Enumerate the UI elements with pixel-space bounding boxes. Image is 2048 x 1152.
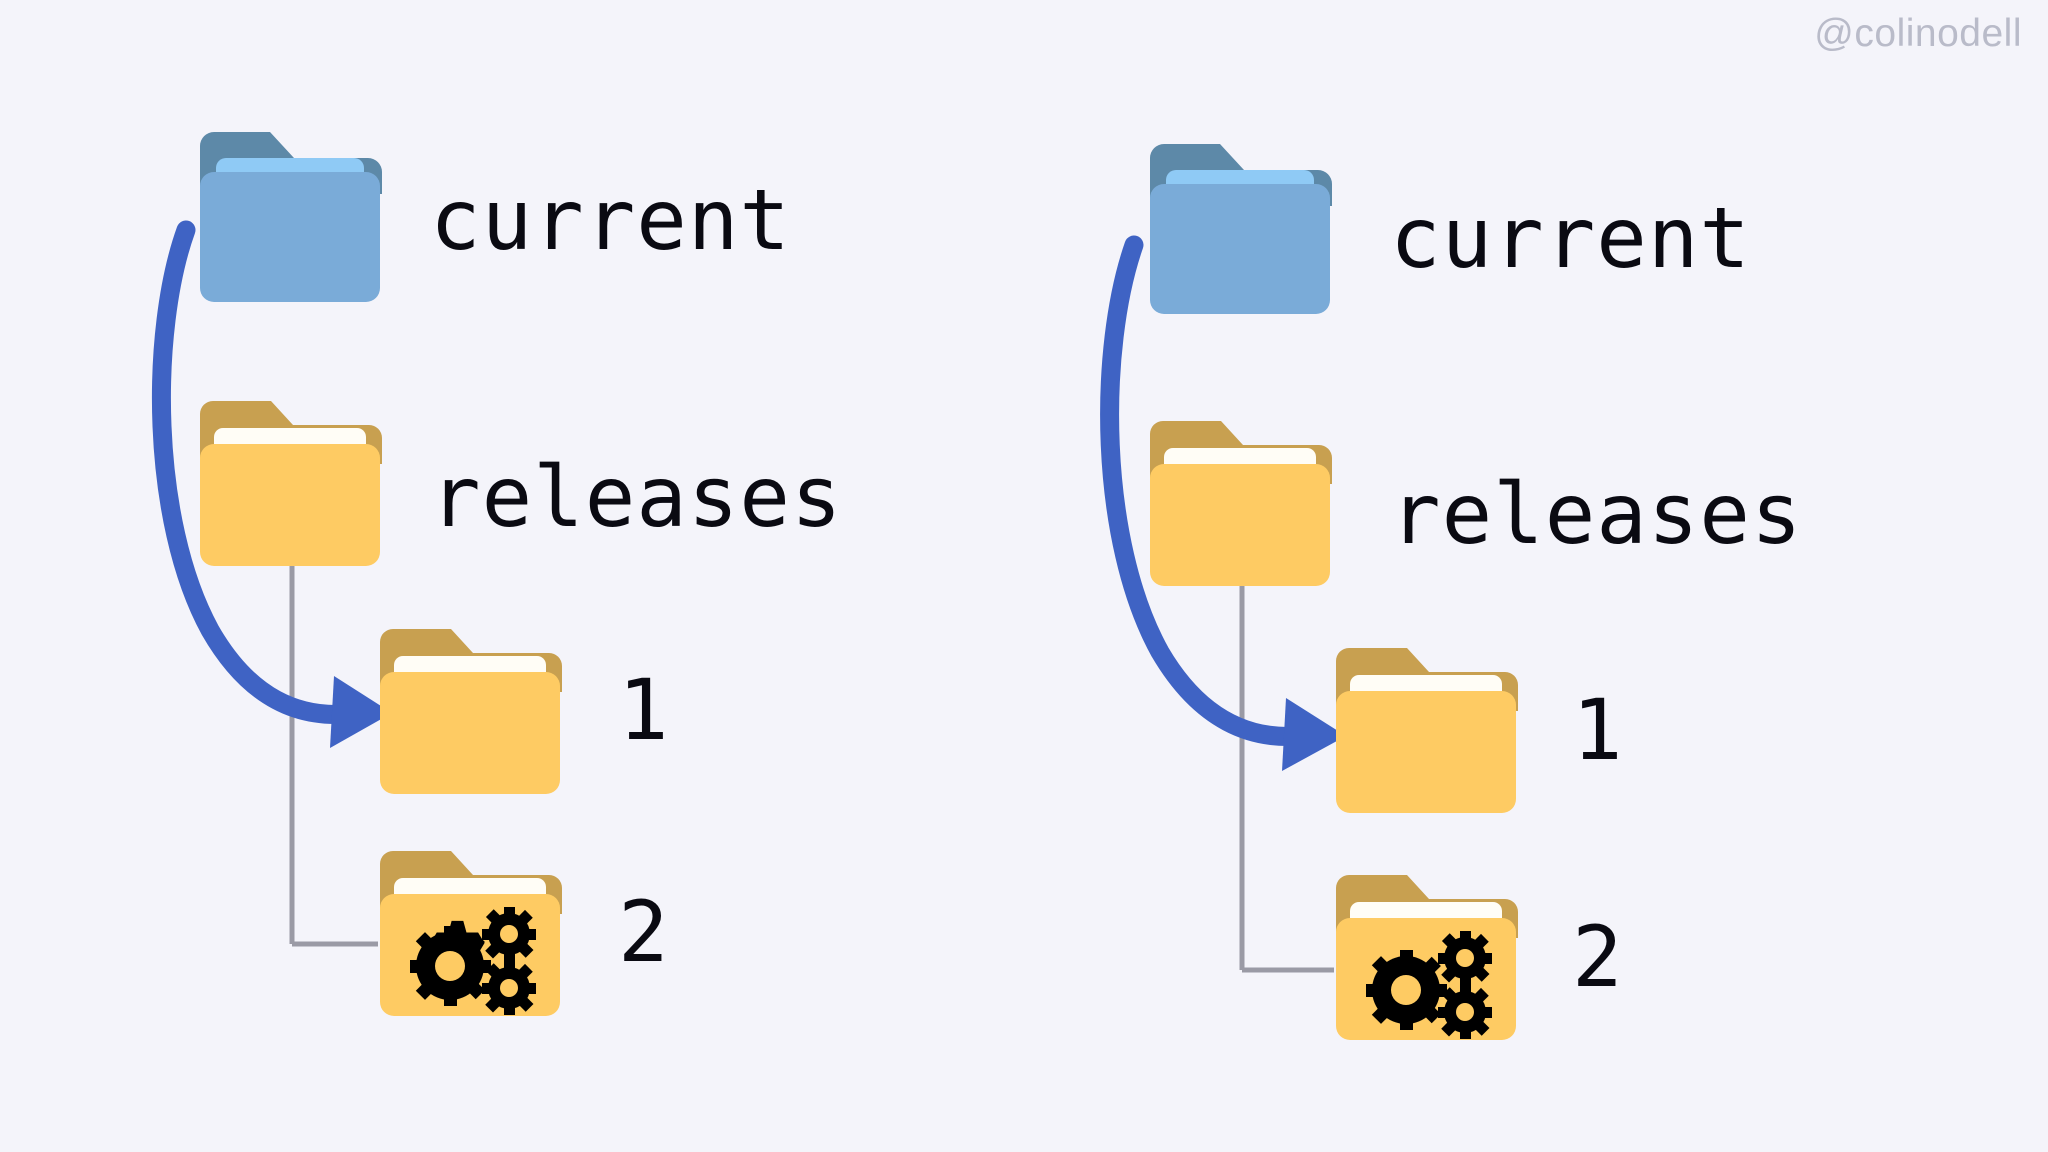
label-release-1-left: 1 (618, 661, 670, 759)
folder-release-1-left[interactable] (378, 626, 562, 798)
folder-blue-icon (1150, 144, 1332, 314)
folder-releases-left[interactable] (198, 398, 382, 570)
label-current-right: current (1390, 189, 1752, 287)
folder-orange-icon (1336, 648, 1518, 813)
symlink-arrow-left (151, 220, 392, 748)
label-release-1-right: 1 (1572, 681, 1624, 779)
folder-releases-right[interactable] (1148, 418, 1332, 590)
folder-current-left[interactable] (198, 128, 382, 306)
folder-orange-gears-icon (1336, 875, 1518, 1040)
watermark-handle: @colinodell (1814, 12, 2022, 55)
folder-current-right[interactable] (1148, 140, 1332, 318)
diagram-right-frame: current releases 1 (1024, 0, 2048, 1152)
folder-orange-icon (1150, 421, 1332, 586)
tree-connectors-left (289, 566, 378, 947)
folder-release-2-left[interactable] (378, 848, 562, 1020)
folder-orange-icon (380, 629, 562, 794)
folder-release-1-right[interactable] (1334, 645, 1518, 817)
folder-release-2-right[interactable] (1334, 872, 1518, 1044)
connector-layer-left (151, 220, 392, 947)
connector-layer-right (1100, 235, 1346, 973)
label-release-2-right: 2 (1572, 908, 1624, 1006)
symlink-arrow-right (1100, 235, 1346, 771)
label-releases-left: releases (430, 448, 843, 546)
folder-orange-icon (200, 401, 382, 566)
tree-connectors-right (1239, 585, 1334, 973)
label-release-2-left: 2 (618, 883, 670, 981)
folder-blue-icon (200, 132, 382, 302)
gears-glyph (1366, 931, 1492, 1039)
diagram-left-frame: current releases 1 (151, 128, 843, 1020)
folder-orange-gears-icon (380, 851, 562, 1016)
label-current-left: current (430, 171, 792, 269)
label-releases-right: releases (1390, 465, 1803, 563)
